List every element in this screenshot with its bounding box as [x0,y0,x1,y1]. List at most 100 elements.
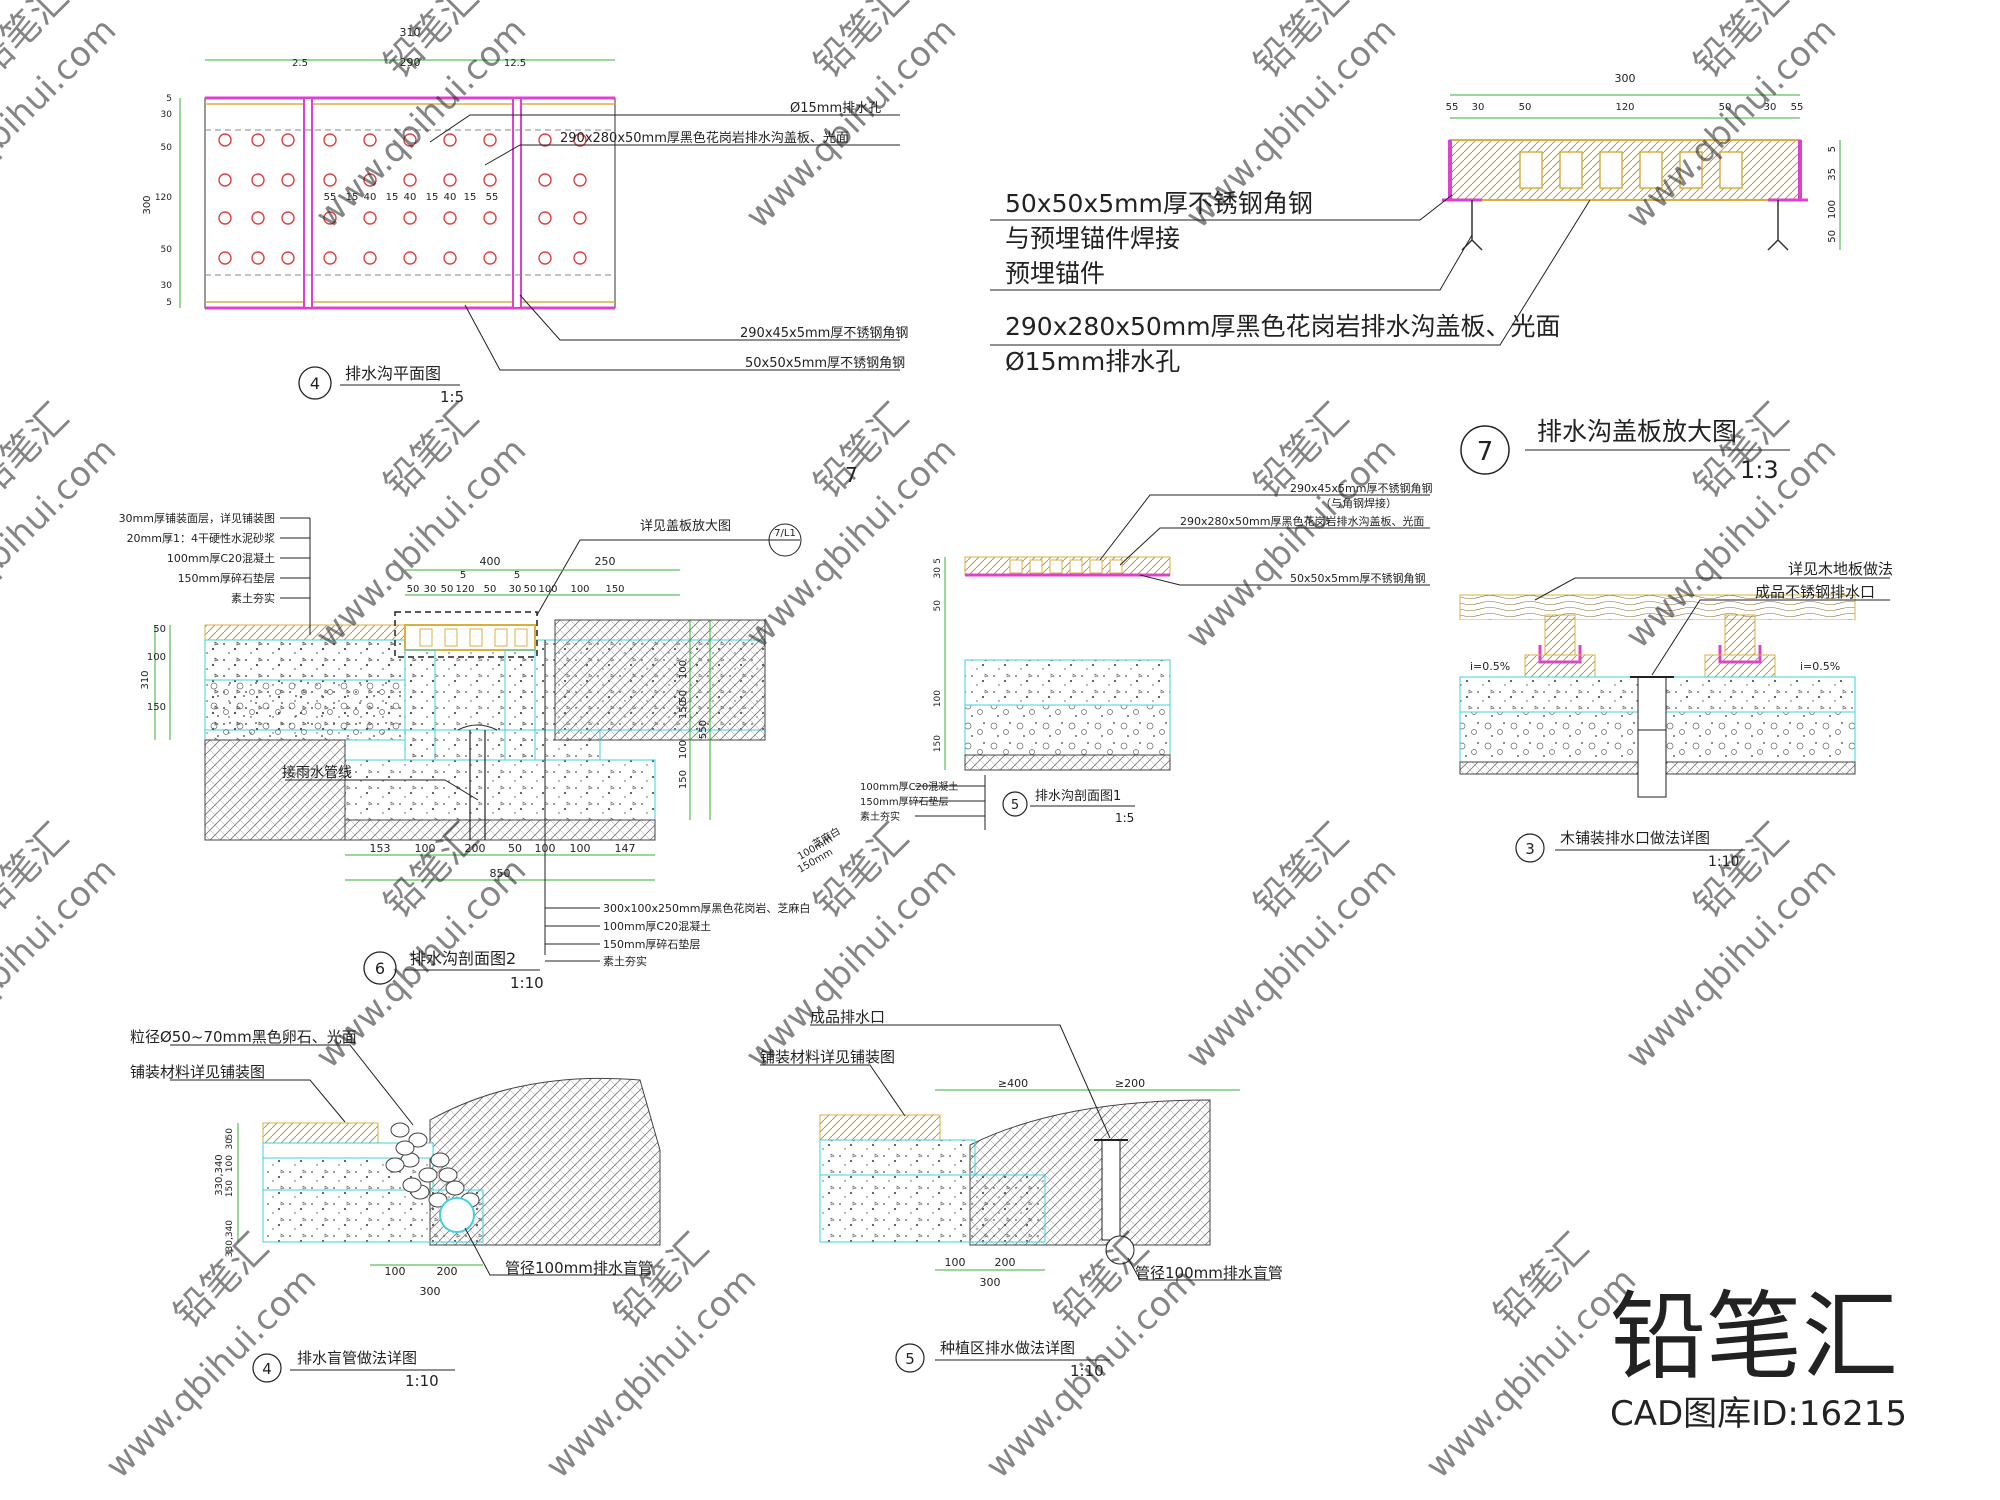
dim-text: 50 [678,690,689,703]
plan-callouts: Ø15mm排水孔 290x280x50mm厚黑色花岗岩排水沟盖板、光面 290x… [429,101,908,371]
drain-hole [281,173,295,187]
dim-text: 850 [490,867,511,880]
drain-hole [573,133,587,147]
drain-hole [363,251,377,265]
dim-text: 30 [424,584,437,595]
grate-slot [419,628,433,647]
view-scale: 1:5 [1115,811,1134,825]
pebble [430,1152,450,1168]
drain-hole [218,133,232,147]
drain-hole [281,251,295,265]
view-scale: 1:10 [510,974,544,992]
drain-holes [218,133,587,265]
section1-callouts: 290x45x5mm厚不锈钢角钢 （与角钢焊接） 290x280x50mm厚黑色… [1099,482,1432,586]
drain-hole [323,133,337,147]
layer-label: 素土夯实 [603,954,647,968]
view-number: 7 [1477,437,1494,467]
drain-hole [281,211,295,225]
view-number: 5 [1011,798,1019,813]
dim-text: 150 [605,584,624,595]
dim-text: 50 [524,584,537,595]
dim-text: 150 [933,735,943,752]
dim-text: 5 [514,570,520,581]
callout-text: 预埋锚件 [1005,259,1105,288]
pebble [438,1167,458,1183]
layer-label: 素土夯实 [860,810,900,823]
drain-hole [443,251,457,265]
dim-text: 50 [933,600,943,612]
callout-text: 管径100mm排水盲管 [1135,1264,1283,1282]
dim-text: 30 [225,1138,235,1150]
pebble [385,1157,405,1173]
view-title: 排水沟盖板放大图 [1537,417,1737,446]
dim-text: 200 [437,1265,458,1278]
dim-text: 150 [147,702,166,713]
callout-text: 290x45x5mm厚不锈钢角钢 [1290,482,1432,495]
cover-slots [1519,151,1743,189]
dim-text: ≥200 [1115,1077,1145,1090]
drain-hole [538,173,552,187]
cover-slot [1519,151,1543,189]
grate-slot [444,628,458,647]
callout-text: Ø15mm排水孔 [790,101,881,116]
dim-text: 55 [324,192,337,203]
drain-hole [403,133,417,147]
dim-text: 50 [508,842,522,855]
dim-text: 55 [486,192,499,203]
grate-slot [494,628,508,647]
dim-text: 50 [407,584,420,595]
drain-hole [483,251,497,265]
view-scale: 1:5 [440,388,464,406]
callout-text: 290x45x5mm厚不锈钢角钢 [740,326,908,341]
callout-text: 接雨水管线 [282,764,352,781]
dim-text: 15 [346,192,359,203]
view-title: 排水沟剖面图2 [410,949,516,968]
dim-text: 100 [570,584,589,595]
callout-text: 铺装材料详见铺装图 [130,1063,265,1081]
dim-text: 50 [153,624,166,635]
dim-text: 30 [933,567,943,579]
dim-text: 330,340 [214,1154,225,1195]
dim-text: 40 [404,192,417,203]
view-number: 4 [262,1360,272,1378]
drain-hole [251,173,265,187]
dim-text: 100 [933,690,943,707]
dim-text: 300 [420,1285,441,1298]
grate-slot [469,628,483,647]
layer-labels-bottom: 300x100x250mm厚黑色花岗岩、芝麻白100mm厚C20混凝土150mm… [545,901,810,968]
drain-hole [218,173,232,187]
view-title: 木铺装排水口做法详图 [1560,829,1710,847]
callout-text: 成品不锈钢排水口 [1755,583,1875,601]
cover-slot [1639,151,1663,189]
view-title: 种植区排水做法详图 [940,1339,1075,1357]
ref-tag: 7/L1 [774,528,796,539]
dim-text: 200 [995,1256,1016,1269]
watermark-id: CAD图库ID:16215 [1610,1394,1907,1434]
callout-text: 50x50x5mm厚不锈钢角钢 [1005,189,1313,218]
dim-text: 30 [161,281,173,291]
dim-text: 50 [1519,102,1532,113]
layer-label: 150mm厚碎石垫层 [603,937,700,951]
dim-text: 50 [225,1128,235,1140]
callout-text: （与角钢焊接） [1320,496,1397,510]
dim-text: 50 [441,584,454,595]
dim-text: 100 [538,584,557,595]
dim-text: 200 [465,842,486,855]
drain-hole [363,133,377,147]
grate-slot [1029,559,1043,574]
dim-text: 120 [1615,102,1634,113]
dim-text: 40 [364,192,377,203]
dim-text: 300 [142,195,153,214]
slope-label: i=0.5% [1800,660,1840,673]
